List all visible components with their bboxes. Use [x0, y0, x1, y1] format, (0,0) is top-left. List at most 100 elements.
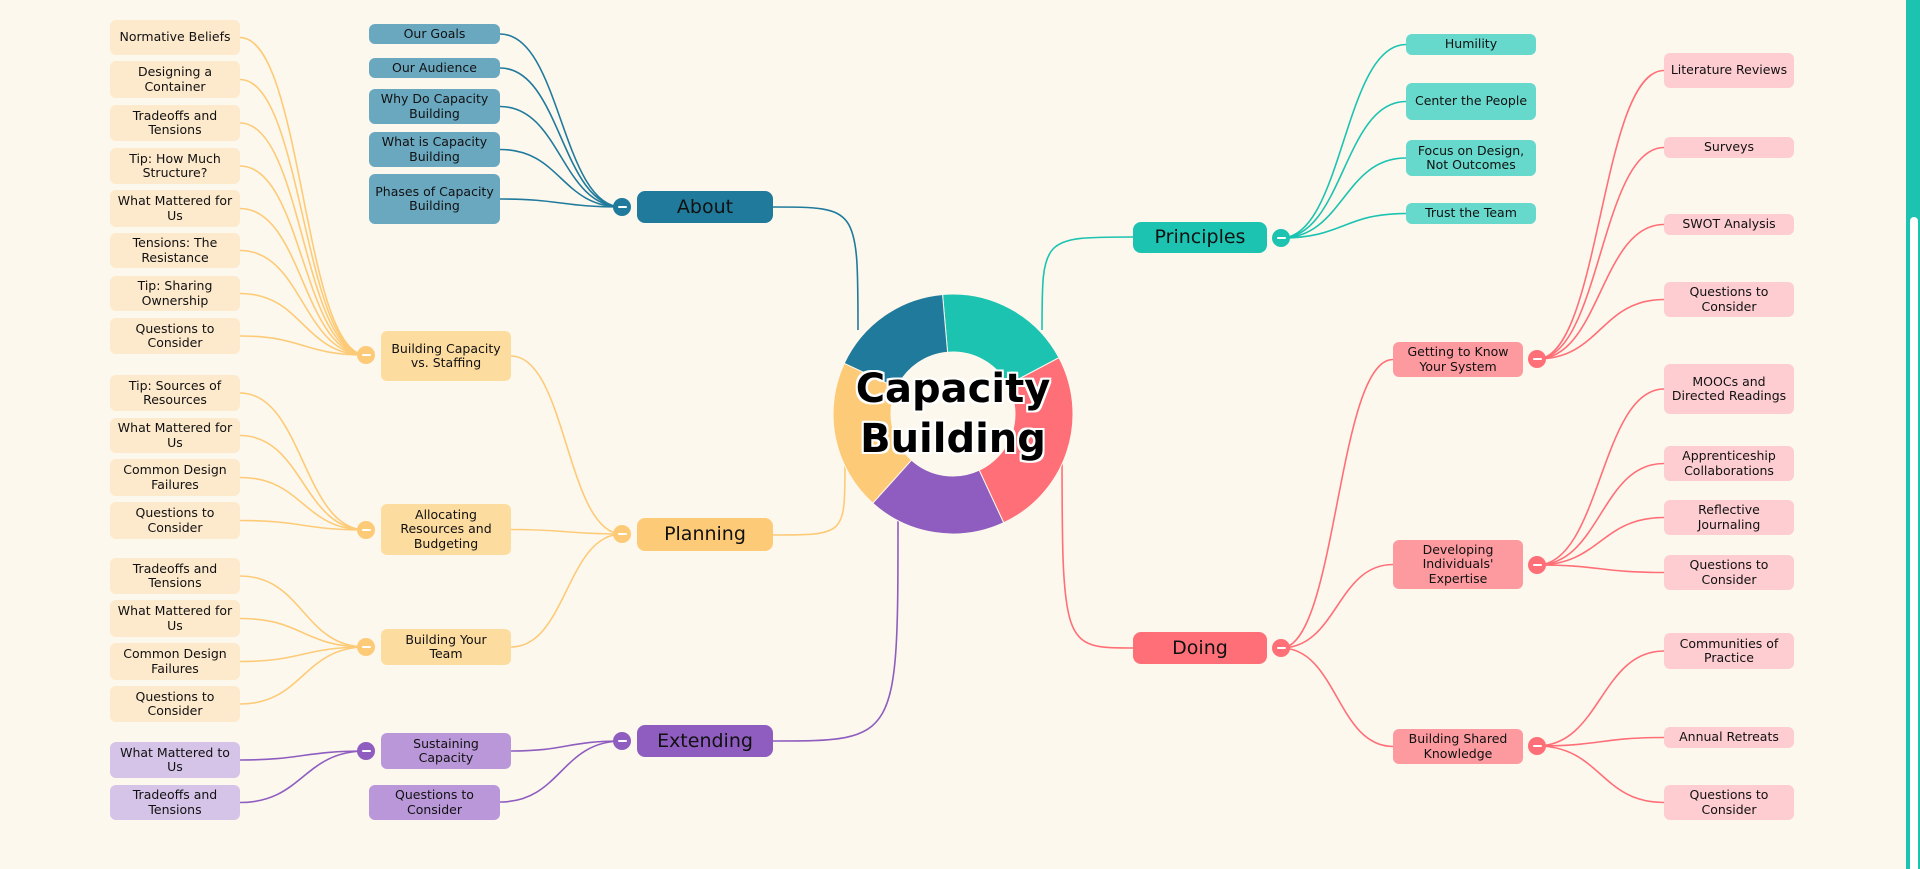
- doing-subtopic[interactable]: Building Shared Knowledge: [1393, 729, 1523, 764]
- doing-subs-2-children-item[interactable]: Communities of Practice: [1664, 633, 1794, 669]
- extending-subs-0-children-item[interactable]: What Mattered to Us: [110, 742, 240, 778]
- connector-line: [239, 646, 367, 663]
- planning-sub-0-collapse-icon[interactable]: [357, 346, 375, 364]
- extending-sub-0-collapse-icon[interactable]: [357, 742, 375, 760]
- doing-sub-1-collapse-icon[interactable]: [1528, 556, 1546, 574]
- connector-line: [499, 148, 623, 208]
- connector-line: [1280, 647, 1394, 748]
- planning-subtopic[interactable]: Building Your Team: [381, 629, 511, 665]
- branch-about[interactable]: About: [637, 191, 773, 223]
- doing-subs-0-children-item[interactable]: Questions to Consider: [1664, 282, 1794, 317]
- extending-subs-0-children-item[interactable]: Tradeoffs and Tensions: [110, 785, 240, 820]
- connector-line: [510, 355, 623, 535]
- connector-line: [239, 165, 367, 356]
- about-children-item[interactable]: Phases of Capacity Building: [369, 174, 500, 224]
- doing-subs-0-children-item[interactable]: Surveys: [1664, 137, 1794, 158]
- about-children-item[interactable]: Why Do Capacity Building: [369, 89, 500, 124]
- connector-line: [239, 519, 367, 531]
- connector-line: [239, 617, 367, 648]
- doing-subs-1-children-item[interactable]: MOOCs and Directed Readings: [1664, 364, 1794, 414]
- connector-line: [239, 646, 367, 705]
- central-topic-title[interactable]: Capacity Building: [853, 364, 1053, 464]
- principles-children-item[interactable]: Trust the Team: [1406, 203, 1536, 224]
- connector-line: [1280, 212, 1407, 239]
- planning-subs-2-children-item[interactable]: Common Design Failures: [110, 643, 240, 680]
- planning-subs-0-children-item[interactable]: Designing a Container: [110, 61, 240, 98]
- doing-subs-0-children-item[interactable]: SWOT Analysis: [1664, 214, 1794, 235]
- scrollbar-thumb[interactable]: [1910, 217, 1918, 869]
- planning-subs-0-children-item[interactable]: Tensions: The Resistance: [110, 233, 240, 268]
- principles-children-item[interactable]: Focus on Design, Not Outcomes: [1406, 140, 1536, 176]
- planning-subs-0-children-item[interactable]: Normative Beliefs: [110, 20, 240, 55]
- doing-subs-1-children-item[interactable]: Apprenticeship Collaborations: [1664, 446, 1794, 481]
- planning-subtopic[interactable]: Allocating Resources and Budgeting: [381, 504, 511, 555]
- connector-line: [239, 249, 367, 356]
- planning-collapse-icon[interactable]: [613, 525, 631, 543]
- connector-line: [499, 67, 623, 208]
- planning-subs-2-children-item[interactable]: What Mattered for Us: [110, 600, 240, 637]
- connector-line: [1280, 43, 1407, 239]
- extending-collapse-icon[interactable]: [613, 732, 631, 750]
- planning-subs-0-children-item[interactable]: Tip: How Much Structure?: [110, 148, 240, 184]
- branch-doing[interactable]: Doing: [1133, 632, 1267, 664]
- connector-line: [499, 33, 623, 208]
- vertical-scrollbar[interactable]: [1906, 0, 1920, 869]
- planning-sub-1-collapse-icon[interactable]: [357, 521, 375, 539]
- about-children-item[interactable]: Our Audience: [369, 58, 500, 78]
- connector-line: [499, 740, 623, 803]
- connector-line: [239, 476, 367, 531]
- connector-line: [239, 207, 367, 356]
- planning-sub-2-collapse-icon[interactable]: [357, 638, 375, 656]
- connector-line: [1536, 69, 1665, 360]
- planning-subs-0-children-item[interactable]: Tradeoffs and Tensions: [110, 105, 240, 141]
- planning-subs-2-children-item[interactable]: Questions to Consider: [110, 686, 240, 722]
- planning-subs-0-children-item[interactable]: Questions to Consider: [110, 318, 240, 354]
- planning-subs-2-children-item[interactable]: Tradeoffs and Tensions: [110, 558, 240, 594]
- principles-children-item[interactable]: Humility: [1406, 34, 1536, 55]
- planning-subs-1-children-item[interactable]: Questions to Consider: [110, 502, 240, 539]
- about-children-item[interactable]: What is Capacity Building: [369, 132, 500, 167]
- branch-principles[interactable]: Principles: [1133, 222, 1267, 253]
- central-topic-line-1: Capacity: [855, 366, 1051, 412]
- central-ring-segment-about[interactable]: [843, 293, 949, 389]
- connector-line: [1536, 564, 1665, 574]
- doing-sub-2-collapse-icon[interactable]: [1528, 737, 1546, 755]
- planning-subs-1-children-item[interactable]: Tip: Sources of Resources: [110, 375, 240, 411]
- connector-planning: [772, 464, 846, 536]
- branch-planning[interactable]: Planning: [637, 518, 773, 551]
- connector-line: [239, 750, 367, 804]
- doing-subtopic[interactable]: Developing Individuals' Expertise: [1393, 540, 1523, 589]
- doing-subs-2-children-item[interactable]: Questions to Consider: [1664, 785, 1794, 820]
- central-ring-segment-doing[interactable]: [978, 356, 1074, 524]
- doing-subs-2-children-item[interactable]: Annual Retreats: [1664, 727, 1794, 748]
- about-children-item[interactable]: Our Goals: [369, 24, 500, 44]
- branch-extending[interactable]: Extending: [637, 725, 773, 757]
- extending-subtopic[interactable]: Sustaining Capacity: [381, 733, 511, 769]
- doing-subs-1-children-item[interactable]: Questions to Consider: [1664, 555, 1794, 590]
- doing-sub-0-collapse-icon[interactable]: [1528, 350, 1546, 368]
- about-collapse-icon[interactable]: [613, 198, 631, 216]
- connector-line: [239, 392, 367, 531]
- extending-subtopic[interactable]: Questions to Consider: [369, 785, 500, 820]
- principles-collapse-icon[interactable]: [1272, 229, 1290, 247]
- doing-subs-0-children-item[interactable]: Literature Reviews: [1664, 53, 1794, 88]
- planning-subs-1-children-item[interactable]: Common Design Failures: [110, 459, 240, 496]
- planning-subtopic[interactable]: Building Capacity vs. Staffing: [381, 331, 511, 381]
- planning-subs-0-children-item[interactable]: What Mattered for Us: [110, 190, 240, 227]
- connector-line: [1280, 100, 1407, 239]
- connector-line: [499, 105, 623, 208]
- connector-line: [510, 528, 623, 535]
- planning-subs-0-children-item[interactable]: Tip: Sharing Ownership: [110, 276, 240, 311]
- connector-line: [510, 533, 623, 648]
- doing-subtopic[interactable]: Getting to Know Your System: [1393, 342, 1523, 377]
- connector-line: [239, 78, 367, 356]
- connector-line: [1536, 388, 1665, 566]
- doing-subs-1-children-item[interactable]: Reflective Journaling: [1664, 500, 1794, 535]
- doing-collapse-icon[interactable]: [1272, 639, 1290, 657]
- connector-line: [239, 122, 367, 356]
- connector-line: [1536, 516, 1665, 566]
- connector-extending: [772, 519, 899, 742]
- principles-children-item[interactable]: Center the People: [1406, 83, 1536, 120]
- connector-line: [239, 434, 367, 531]
- planning-subs-1-children-item[interactable]: What Mattered for Us: [110, 418, 240, 453]
